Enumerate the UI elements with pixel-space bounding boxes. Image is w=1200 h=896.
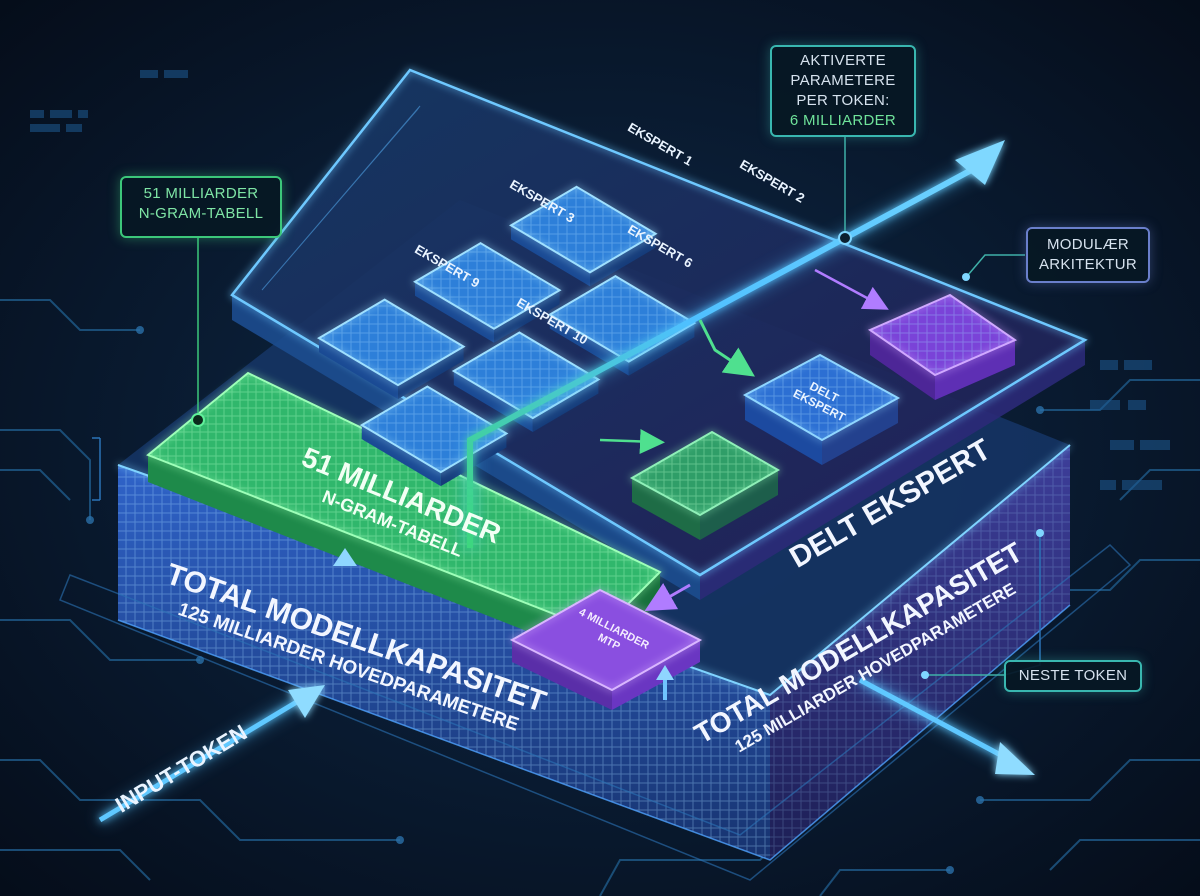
next-token-arrow	[857, 674, 1035, 775]
expert-tile-grid	[319, 299, 464, 386]
violet-expert-tile	[867, 293, 1018, 400]
next-token-label: NESTE TOKEN	[1018, 667, 1128, 684]
modular-callout-line-1: MODULÆR	[1046, 236, 1130, 253]
expert-tile-side	[415, 281, 494, 343]
expert-tile-side	[398, 346, 464, 400]
mtp-block	[509, 588, 703, 710]
expert-tile-edge	[509, 185, 658, 274]
green-expert-tile	[629, 430, 781, 540]
expert-tile-grid	[511, 186, 656, 273]
activated-callout-line-1: AKTIVERTE	[800, 52, 886, 69]
flow-arrow-head	[955, 140, 1005, 185]
expert-tile	[317, 298, 466, 400]
expert-tile-side	[628, 323, 695, 376]
expert-tile-side	[361, 425, 441, 487]
token-flow	[333, 140, 1005, 700]
activated-params-callout: AKTIVERTE PARAMETERE PER TOKEN: 6 MILLIA…	[770, 45, 916, 137]
modular-callout: MODULÆR ARKITEKTUR	[1026, 227, 1150, 283]
shared-expert-cube	[742, 353, 901, 465]
activated-callout-line-2: PARAMETERE	[790, 72, 896, 89]
expert-tile-side	[319, 338, 398, 400]
next-token-callout: NESTE TOKEN	[1004, 660, 1142, 692]
ngram-callout-line-1: 51 MILLIARDER	[143, 185, 259, 202]
modular-callout-line-2: ARKITEKTUR	[1038, 256, 1137, 273]
input-token-arrow	[96, 685, 325, 826]
expert-tile-edge	[317, 298, 466, 387]
expert-tile-edge	[451, 331, 601, 420]
ngram-callout: 51 MILLIARDER N-GRAM-TABELL	[120, 176, 282, 238]
activated-callout-value: 6 MILLIARDER	[789, 112, 897, 129]
expert-tile-grid	[415, 243, 560, 329]
expert-tile-side	[494, 290, 560, 343]
activated-callout-line-3: PER TOKEN:	[796, 92, 890, 109]
ngram-callout-line-2: N-GRAM-TABELL	[138, 205, 264, 222]
expert-tile-edge	[359, 385, 509, 474]
ngram-block	[146, 371, 662, 660]
expert-tile-edge	[413, 242, 562, 330]
data-blocks	[30, 70, 1170, 490]
expert-tile	[413, 242, 562, 343]
expert-tile-side	[511, 225, 590, 287]
leader-dots	[191, 231, 1044, 679]
expert-tile-side	[532, 379, 599, 433]
expert-tile-side	[590, 233, 656, 287]
expert-tile	[509, 185, 658, 287]
